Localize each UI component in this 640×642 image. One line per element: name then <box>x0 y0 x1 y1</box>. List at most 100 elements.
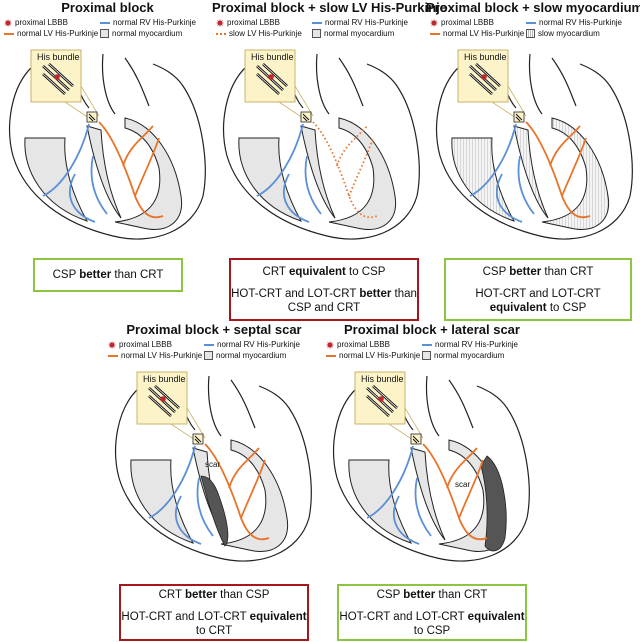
outcome-line: HOT-CRT and LOT-CRT equivalent to CSP <box>339 610 525 638</box>
legend-item: proximal LBBB <box>430 17 494 28</box>
outcome-emphasis: better <box>185 588 217 601</box>
legend-item: normal myocardium <box>422 350 504 361</box>
legend-label: normal LV His-Purkinje <box>121 351 203 360</box>
rv-line-icon <box>422 341 432 349</box>
rv-line-icon <box>526 19 536 27</box>
lv-his-purkinje <box>422 443 488 541</box>
outcome-emphasis: equivalent <box>467 610 525 623</box>
septum <box>513 125 549 219</box>
legend: proximal LBBB normal LV His-Purkinje norma… <box>108 339 318 367</box>
outcome-text: CSP <box>376 588 404 601</box>
legend-item: normal RV His-Purkinje <box>312 17 408 28</box>
legend-label: proximal LBBB <box>119 340 172 349</box>
legend-item: proximal LBBB <box>216 17 280 28</box>
lbbb-block-icon <box>54 74 60 80</box>
panel-title: Proximal block + lateral scar <box>344 322 520 337</box>
legend-label: normal myocardium <box>216 351 287 360</box>
legend-label: normal RV His-Purkinje <box>113 18 196 27</box>
legend-item: slow myocardium <box>526 28 600 39</box>
outcome-text: HOT-CRT and LOT-CRT <box>339 610 468 623</box>
outcome-text: to CSP <box>345 265 386 278</box>
lv-his-purkinje <box>525 121 591 219</box>
legend-label: proximal LBBB <box>227 18 280 27</box>
panel-title: Proximal block + septal scar <box>126 322 302 337</box>
rv-his-purkinje <box>469 123 535 223</box>
rv-his-purkinje <box>148 445 214 545</box>
panel-septal-scar: Proximal block + septal scar proximal LB… <box>104 322 324 642</box>
panel-slow-lv-his-purkinje: Proximal block + slow LV His-Purkinje pr… <box>212 0 447 321</box>
legend-item: normal LV His-Purkinje <box>4 28 98 39</box>
legend-item: normal RV His-Purkinje <box>100 17 196 28</box>
outcome-line: CSP better than CRT <box>339 588 525 602</box>
outcome-text: than CSP <box>216 588 270 601</box>
lv-myocardium <box>328 117 397 230</box>
outcome-emphasis: equivalent <box>249 610 307 623</box>
legend-label: normal myocardium <box>112 29 183 38</box>
outcome-text: HOT-CRT and LOT-CRT <box>231 287 360 300</box>
outcome-text: CRT <box>262 265 289 278</box>
septum <box>86 125 122 219</box>
outcome-text: to CRT <box>195 624 233 637</box>
rv-line-icon <box>100 19 110 27</box>
legend-label: slow myocardium <box>538 29 600 38</box>
legend-item: normal RV His-Purkinje <box>422 339 518 350</box>
outcome-text: HOT-CRT and LOT-CRT <box>475 287 601 300</box>
septum <box>410 447 446 541</box>
lbbb-block-icon <box>378 396 384 402</box>
his-bundle-callout <box>30 49 100 119</box>
outcome-emphasis: equivalent <box>288 265 346 278</box>
legend-label: proximal LBBB <box>441 18 494 27</box>
rv-his-purkinje <box>42 123 108 223</box>
legend-item: proximal LBBB <box>4 17 68 28</box>
outcome-emphasis: better <box>509 265 542 278</box>
outcome-text: CSP <box>482 265 510 278</box>
heart-diagram <box>333 371 530 562</box>
lbbb-star-icon <box>216 18 224 27</box>
outcome-line: HOT-CRT and LOT-CRT better than CSP and … <box>231 287 417 315</box>
outcome-emphasis: better <box>79 269 112 281</box>
legend-label: normal RV His-Purkinje <box>435 340 518 349</box>
legend-label: normal LV His-Purkinje <box>17 29 99 38</box>
heart-diagram <box>436 49 633 240</box>
his-bundle-label: His bundle <box>37 52 80 62</box>
lv-line-icon <box>430 30 440 38</box>
lv-line-icon <box>326 352 336 360</box>
panel-title: Proximal block <box>61 0 154 15</box>
septal-scar <box>200 475 229 547</box>
lv-his-purkinje <box>312 121 378 219</box>
myocardium-box-icon <box>422 351 431 360</box>
outcome-line: HOT-CRT and LOT-CRT equivalent to CRT <box>121 610 307 638</box>
legend-item: normal myocardium <box>312 28 394 39</box>
outcome-box: CRT equivalent to CSP HOT-CRT and LOT-CRT… <box>229 258 419 321</box>
outcome-emphasis: better <box>359 287 392 300</box>
lbbb-block-icon <box>160 396 166 402</box>
outcome-text: than CRT <box>435 588 488 601</box>
lateral-scar <box>480 455 507 552</box>
lv-line-icon <box>4 30 14 38</box>
outcome-text: than CRT <box>541 265 594 278</box>
lv-his-purkinje <box>98 121 164 219</box>
rv-his-purkinje <box>366 445 432 545</box>
outcome-text: HOT-CRT and LOT-CRT <box>121 610 250 623</box>
panel-slow-myocardium: Proximal block + slow myocardium proxima… <box>426 0 640 321</box>
legend-label: normal myocardium <box>324 29 395 38</box>
legend-item: normal LV His-Purkinje <box>326 350 420 361</box>
lbbb-star-icon <box>326 340 334 349</box>
his-bundle-callout <box>136 371 206 441</box>
legend-item: proximal LBBB <box>326 339 390 350</box>
outcome-emphasis: better <box>403 588 436 601</box>
lbbb-block-icon <box>268 74 274 80</box>
rv-his-purkinje <box>256 123 322 223</box>
panel-lateral-scar: Proximal block + lateral scar proximal L… <box>322 322 542 642</box>
lv-line-icon <box>108 352 118 360</box>
heart-diagram <box>115 371 312 562</box>
legend-item: normal RV His-Purkinje <box>526 17 622 28</box>
his-bundle-label: His bundle <box>361 374 404 384</box>
outcome-box: CSP better than CRT HOT-CRT and LOT-CRT e… <box>337 584 527 641</box>
outcome-line: CRT equivalent to CSP <box>231 265 417 279</box>
